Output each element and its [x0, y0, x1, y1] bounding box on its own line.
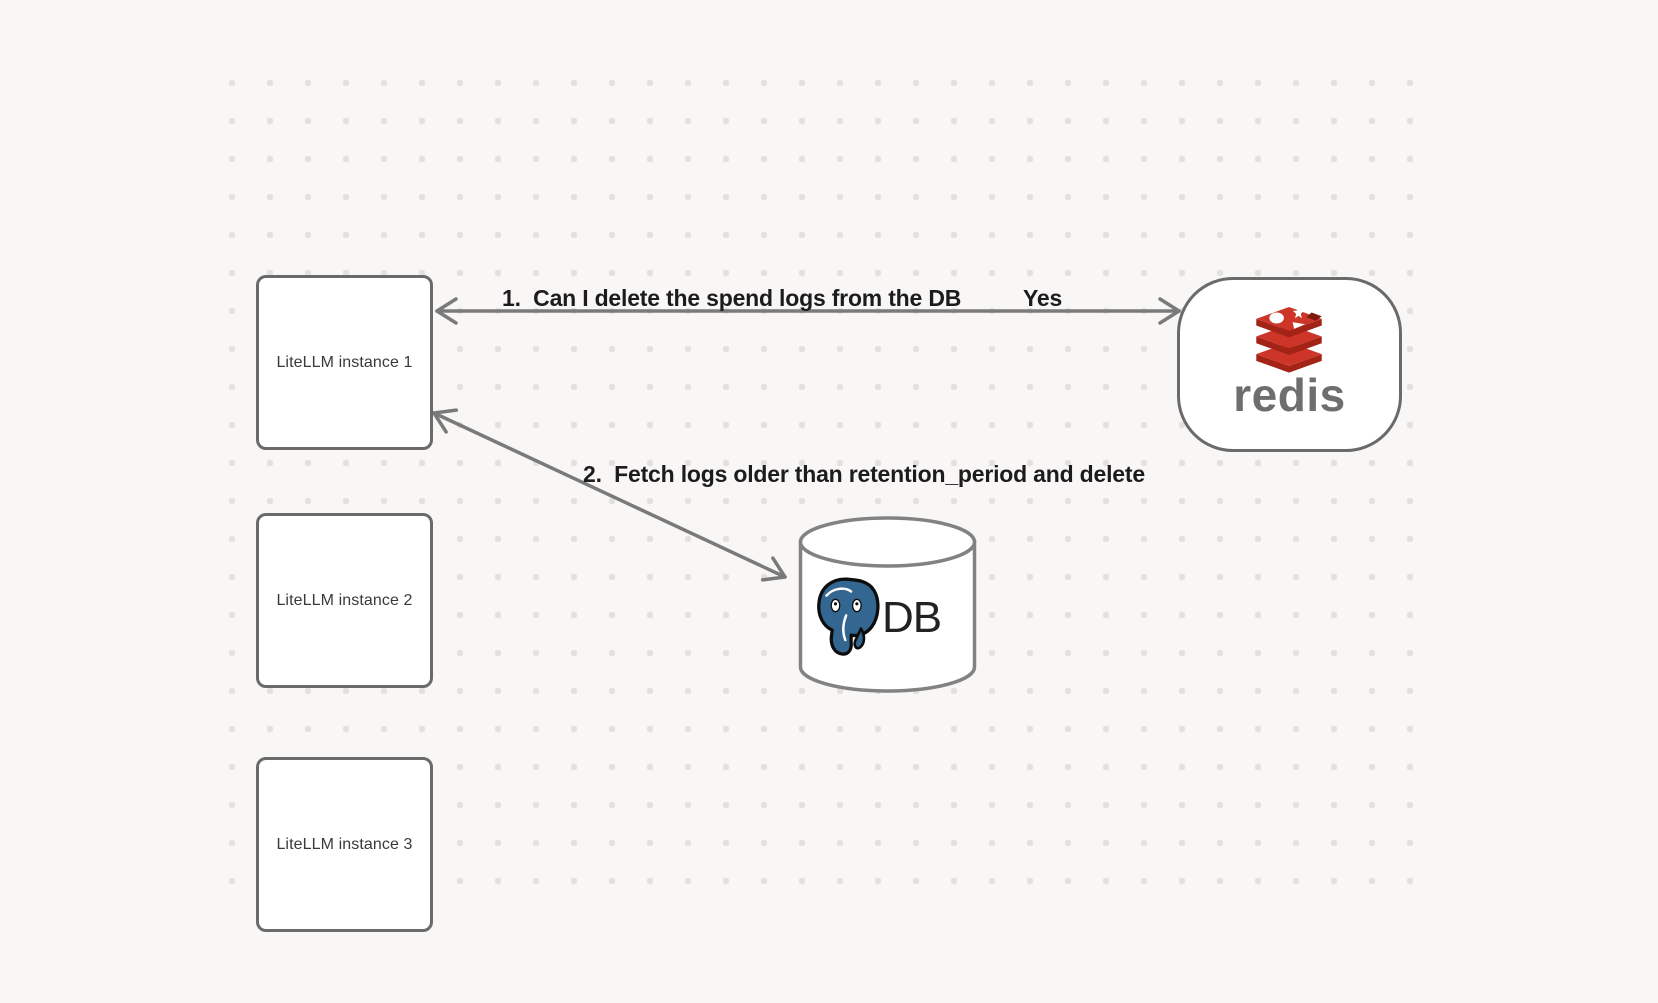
annotation-step2[interactable]: 2. Fetch logs older than retention_perio… — [583, 461, 1145, 487]
node-label: LiteLLM instance 2 — [276, 591, 413, 609]
redis-logo-icon — [1256, 306, 1322, 373]
node-label: LiteLLM instance 3 — [276, 835, 413, 853]
node-litellm-instance-3[interactable]: LiteLLM instance 3 — [256, 757, 433, 932]
postgresql-elephant-icon — [817, 577, 880, 656]
db-label: DB — [882, 593, 942, 642]
node-litellm-instance-2[interactable]: LiteLLM instance 2 — [256, 513, 433, 688]
annotation-step1[interactable]: 1. Can I delete the spend logs from the … — [502, 285, 962, 311]
node-label: LiteLLM instance 1 — [276, 353, 413, 371]
arrow-litellm-db[interactable] — [432, 408, 787, 582]
redis-wordmark: redis — [1233, 369, 1346, 421]
annotation-step1-response[interactable]: Yes — [1023, 285, 1063, 311]
node-litellm-instance-1[interactable]: LiteLLM instance 1 — [256, 275, 433, 450]
